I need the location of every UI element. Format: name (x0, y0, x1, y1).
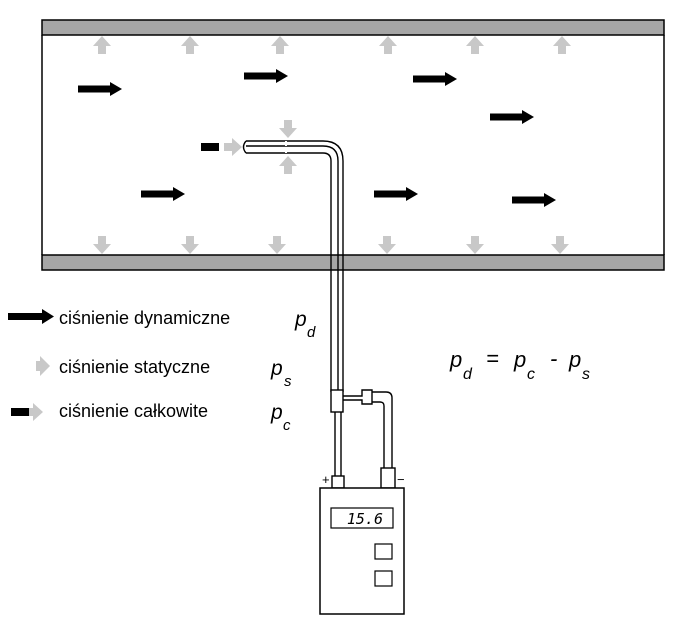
legend-total-symbol: p (270, 401, 283, 424)
legend-static-symbol: p (270, 357, 283, 380)
side-port (330, 389, 393, 470)
formula-lhs-sub: d (463, 366, 473, 383)
legend-dynamic-sub: d (307, 324, 316, 341)
manometer-button-2[interactable] (374, 570, 393, 587)
legend-static-sub: s (284, 373, 292, 390)
manometer: 15.6 + − (319, 472, 405, 615)
duct-bottom-wall (41, 254, 665, 271)
static-arrows-top (93, 36, 571, 54)
legend: ciśnienie dynamiczne p d ciśnienie staty… (8, 308, 316, 434)
formula-minus: - (550, 346, 557, 371)
flow-arrows (78, 69, 556, 207)
legend-dynamic-label: ciśnienie dynamiczne (59, 308, 230, 328)
formula-term1-symbol: p (513, 347, 526, 372)
formula: p d = p c - p s (449, 346, 590, 383)
total-pressure-arrow (201, 138, 242, 156)
plus-port-sign: + (322, 472, 330, 487)
formula-equals: = (486, 346, 499, 371)
manometer-button-1[interactable] (374, 543, 393, 560)
formula-lhs-symbol: p (449, 347, 462, 372)
legend-static-icon (36, 356, 50, 376)
probe-static-arrows (279, 120, 297, 174)
legend-dynamic-icon (8, 309, 54, 324)
minus-port-sign: − (397, 472, 405, 487)
manometer-reading: 15.6 (347, 510, 383, 528)
legend-total-icon (11, 403, 43, 421)
formula-term2-sub: s (582, 366, 590, 383)
duct (41, 19, 665, 271)
legend-total-label: ciśnienie całkowite (59, 401, 208, 421)
manometer-display (330, 507, 394, 529)
pitot-tube (242, 140, 344, 392)
duct-top-wall (41, 19, 665, 36)
hoses (331, 412, 396, 489)
legend-dynamic-symbol: p (294, 308, 307, 331)
legend-static-label: ciśnienie statyczne (59, 357, 210, 377)
legend-total-sub: c (283, 417, 291, 434)
formula-term2-symbol: p (568, 347, 581, 372)
formula-term1-sub: c (527, 366, 535, 383)
